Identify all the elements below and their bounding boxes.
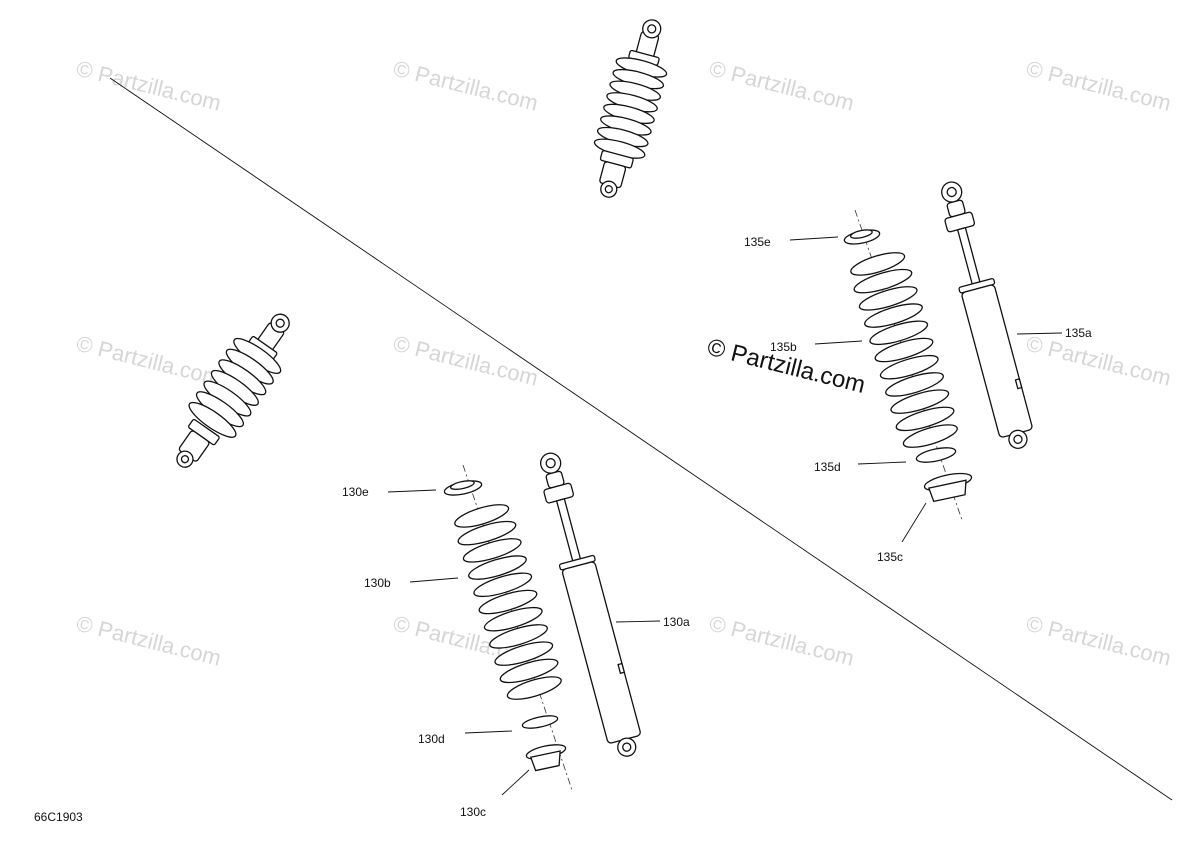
watermark: © Partzilla.com <box>74 56 224 116</box>
watermark: © Partzilla.com <box>1024 56 1174 116</box>
callout-130a: 130a <box>663 615 690 629</box>
part-130d-seat <box>521 715 559 729</box>
leader-135a <box>1016 332 1063 335</box>
callout-130e: 130e <box>342 485 369 499</box>
callout-135a: 135a <box>1065 326 1092 340</box>
coil-spring-left <box>188 337 282 438</box>
watermark: © Partzilla.com <box>707 56 857 116</box>
leader-130a <box>615 620 661 623</box>
callout-135e: 135e <box>744 235 771 249</box>
watermark: © Partzilla.com <box>74 611 224 671</box>
callout-130c: 130c <box>460 805 486 819</box>
leader-130d <box>464 730 513 734</box>
exploded-group-135 <box>843 181 1033 521</box>
leader-130b <box>409 577 459 583</box>
leader-135d <box>857 461 907 465</box>
part-135b-spring <box>850 252 958 448</box>
leader-130e <box>387 489 437 493</box>
part-135d-seat <box>915 447 957 463</box>
watermark: © Partzilla.com <box>1024 611 1174 671</box>
spring-axis-135 <box>854 209 963 521</box>
part-135a-damper <box>941 181 1033 449</box>
exploded-group-130 <box>443 452 641 791</box>
assembled-shock-left <box>176 313 290 468</box>
callout-130b: 130b <box>364 576 391 590</box>
part-130a-damper <box>540 452 641 757</box>
diagram-code: 66C1903 <box>34 810 83 824</box>
callout-135c: 135c <box>877 550 903 564</box>
callout-labels: 130e 130b 130a 130d 130c 135e 135b 135a … <box>342 235 1092 819</box>
leader-130c <box>501 769 530 796</box>
part-130e-retainer <box>443 480 483 496</box>
part-135c-adjuster <box>923 472 973 503</box>
watermark: © Partzilla.com <box>391 331 541 391</box>
watermark: © Partzilla.com <box>391 56 541 116</box>
part-135e-retainer <box>843 229 881 245</box>
leader-135b <box>814 340 863 345</box>
watermark: © Partzilla.com <box>1024 331 1174 391</box>
watermark: © Partzilla.com <box>74 331 224 391</box>
spring-axis-130 <box>462 464 573 791</box>
coil-spring-top <box>593 57 668 159</box>
assembled-shock-top <box>593 19 668 198</box>
leader-lines <box>387 236 1063 796</box>
part-130b-spring <box>454 504 562 700</box>
callout-130d: 130d <box>418 732 445 746</box>
callout-135b: 135b <box>770 340 797 354</box>
divider-line <box>109 77 1173 801</box>
leader-135e <box>789 236 839 241</box>
leader-135c <box>901 502 927 543</box>
part-130c-adjuster <box>525 744 567 772</box>
watermark: © Partzilla.com <box>707 611 857 671</box>
callout-135d: 135d <box>814 460 841 474</box>
